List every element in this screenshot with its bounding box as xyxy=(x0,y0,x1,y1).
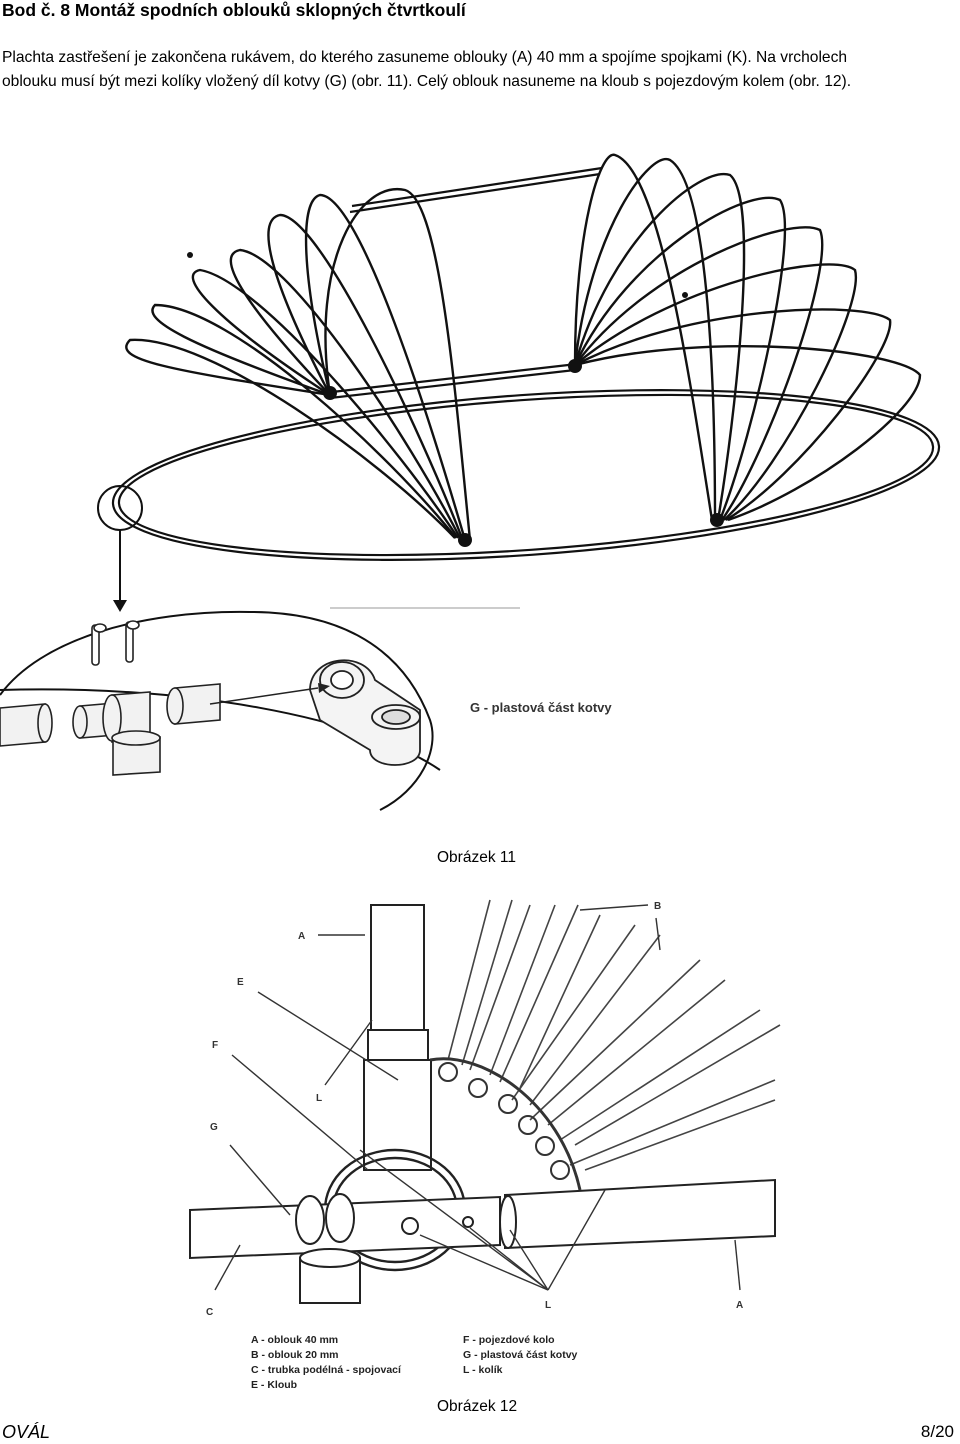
label-C: C xyxy=(206,1307,213,1318)
detail-magnifier xyxy=(0,607,520,811)
intro-line-2: oblouku musí být mezi kolíky vložený díl… xyxy=(2,73,852,90)
anchor-callout: G - plastová část kotvy xyxy=(470,700,612,715)
footer-page-number: 8/20 xyxy=(920,1422,954,1441)
label-A-top: A xyxy=(298,931,305,942)
label-L-lower: L xyxy=(545,1300,551,1311)
label-E: E xyxy=(237,977,244,988)
figure12-legend: A - oblouk 40 mm B - oblouk 20 mm C - tr… xyxy=(251,1334,578,1391)
footer-product: OVÁL xyxy=(2,1422,51,1442)
legend-a: A - oblouk 40 mm xyxy=(251,1334,338,1346)
legend-l: L - kolík xyxy=(463,1364,503,1376)
legend-c: C - trubka podélná - spojovací xyxy=(251,1364,402,1376)
figure11-caption: Obrázek 11 xyxy=(437,849,516,866)
left-arch-fan xyxy=(125,187,472,541)
legend-e: E - Kloub xyxy=(251,1379,297,1391)
label-F: F xyxy=(212,1040,218,1051)
legend-b: B - oblouk 20 mm xyxy=(251,1349,339,1361)
legend-g: G - plastová část kotvy xyxy=(463,1349,578,1361)
figure12-caption: Obrázek 12 xyxy=(437,1398,518,1415)
legend-f: F - pojezdové kolo xyxy=(463,1334,555,1346)
label-G: G xyxy=(210,1122,218,1133)
right-arch-fan xyxy=(573,153,922,522)
label-A-bottom: A xyxy=(736,1300,743,1311)
page-title: Bod č. 8 Montáž spodních oblouků sklopný… xyxy=(2,0,466,20)
intro-line-1: Plachta zastřešení je zakončena rukávem,… xyxy=(2,49,848,66)
label-B: B xyxy=(654,901,661,912)
label-L-upper: L xyxy=(316,1093,322,1104)
